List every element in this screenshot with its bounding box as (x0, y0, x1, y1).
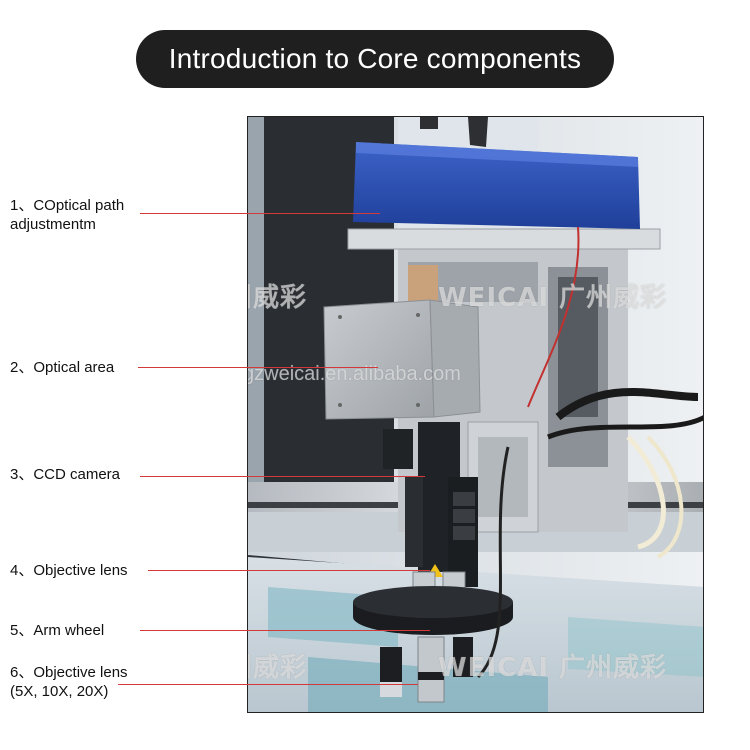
leader-line-1 (140, 213, 380, 214)
leader-line-5 (140, 630, 430, 631)
component-label-3: 3、CCD camera (10, 465, 120, 484)
product-photo: WEICAI 广州威彩 WEICAI 广州威彩 gzweicai.en.alib… (247, 116, 704, 713)
watermark-brand-2: WEICAI 广州威彩 (438, 283, 668, 313)
laser-housing (353, 142, 640, 229)
machine-illustration (248, 117, 703, 712)
component-label-1-line1: 1、COptical path (10, 197, 125, 214)
component-label-3-line1: 3、CCD camera (10, 466, 121, 483)
red-cable (527, 226, 580, 408)
white-tube (626, 435, 666, 550)
component-label-4: 4、Objective lens (10, 561, 128, 580)
leader-line-6 (118, 684, 418, 685)
lower-lens-2 (417, 636, 445, 703)
leader-line-3 (140, 476, 425, 477)
component-label-4-line1: 4、Objective lens (10, 562, 128, 579)
component-label-6-line2: (5X, 10X, 20X) (10, 683, 109, 700)
watermark-url: gzweicai.en.alibaba.com (247, 363, 461, 385)
page-title-text: Introduction to Core components (168, 43, 582, 74)
leader-line-2 (138, 367, 378, 368)
component-label-6: 6、Objective lens (5X, 10X, 20X) (10, 663, 128, 701)
brass-fitting (408, 265, 438, 305)
component-label-1-line2: adjustmentm (10, 216, 96, 233)
watermark-brand-1: WEICAI 广州威彩 (248, 283, 308, 313)
lower-lens-3 (453, 637, 473, 677)
black-cable-chain (555, 388, 699, 421)
page-title: Introduction to Core components (136, 30, 614, 88)
component-label-6-line1: 6、Objective lens (10, 664, 128, 681)
watermark-brand-4: WEICAI 广州威彩 (438, 653, 668, 683)
component-label-1: 1、COptical path adjustmentm (10, 196, 124, 234)
component-label-5-line1: 5、Arm wheel (10, 622, 105, 639)
component-label-5: 5、Arm wheel (10, 621, 104, 640)
top-shelf (347, 228, 661, 250)
component-label-2-line1: 2、Optical area (10, 359, 115, 376)
component-label-2: 2、Optical area (10, 358, 114, 377)
leader-line-4 (148, 570, 430, 571)
watermark-brand-3: WEICAI 广州威彩 (248, 653, 308, 683)
